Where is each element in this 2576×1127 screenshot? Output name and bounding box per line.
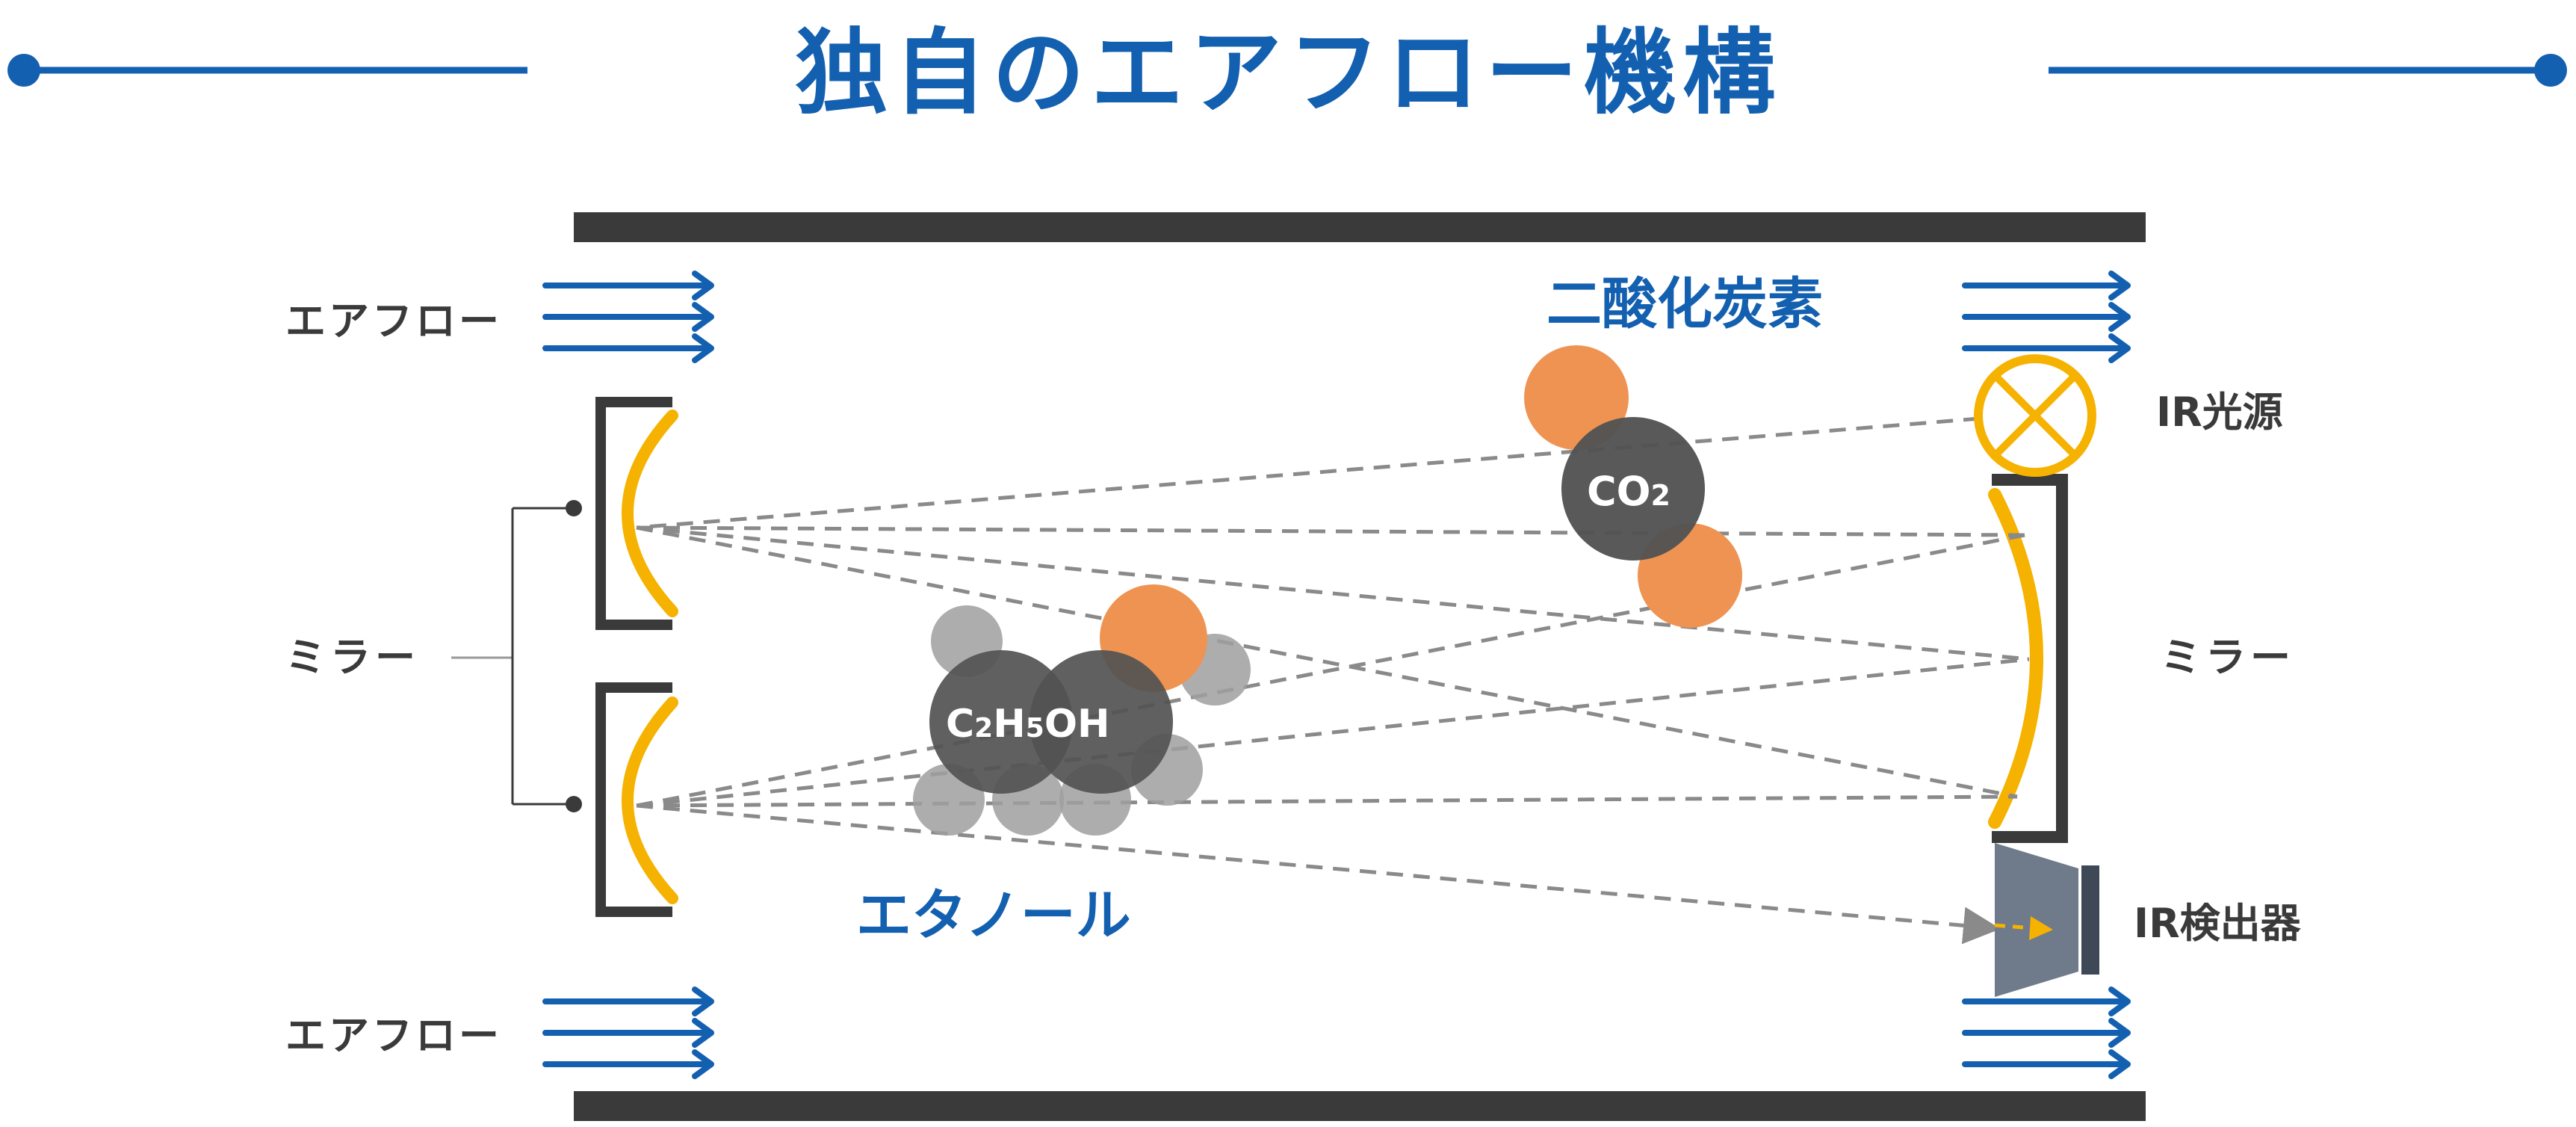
airflow-label-top: エアフロー (285, 297, 502, 345)
co2-label: 二酸化炭素 (1546, 272, 1823, 336)
chamber-wall-top (574, 212, 2146, 242)
right-mirror (1988, 474, 2068, 843)
chamber-wall-bottom (574, 1091, 2146, 1121)
ethanol-label: エタノール (856, 883, 1131, 948)
ir-source-label: IR光源 (2156, 389, 2283, 436)
airflow-arrow-icon (542, 302, 714, 332)
airflow-arrow-icon (1962, 1018, 2131, 1048)
co2-molecule: CO2 (1524, 345, 1742, 628)
mirror-label-right: ミラー (2161, 634, 2295, 681)
ethanol-formula: C2H5OH (946, 702, 1110, 747)
airflow-label-bottom: エアフロー (285, 1012, 502, 1059)
airflow-arrow-icon (1962, 1049, 2131, 1079)
ir-detector-icon (1994, 843, 2099, 997)
airflow-arrow-icon (542, 1018, 714, 1048)
mirror-bracket-left (451, 500, 582, 812)
left-mirror-bottom (595, 682, 678, 917)
oxygen-atom (1524, 345, 1629, 450)
airflow-arrow-icon (542, 271, 714, 300)
page-title: 独自のエアフロー機構 (795, 19, 1781, 127)
title-decoration-right (2049, 54, 2567, 87)
airflow-arrows-top-right (1962, 271, 2131, 363)
left-mirror-top (595, 397, 678, 630)
ethanol-molecule: C2H5OH (913, 584, 1251, 836)
airflow-arrow-icon (1962, 333, 2131, 363)
airflow-arrow-icon (1962, 302, 2131, 332)
airflow-arrow-icon (1962, 271, 2131, 300)
airflow-arrow-icon (1962, 986, 2131, 1016)
ir-detector-label: IR検出器 (2134, 900, 2302, 947)
ir-beam-paths (636, 416, 2030, 945)
mirror-label-left: ミラー (285, 634, 420, 681)
airflow-arrows-bottom-right (1962, 986, 2131, 1079)
carbon-atom (1030, 650, 1173, 794)
airflow-arrow-icon (542, 333, 714, 363)
airflow-arrow-icon (542, 1049, 714, 1079)
airflow-arrows-top-left (542, 271, 714, 363)
airflow-arrows-bottom-left (542, 986, 714, 1079)
ir-light-source-icon (1974, 354, 2096, 477)
title-dot-right (2534, 54, 2567, 87)
carbon-atom (1561, 417, 1705, 561)
airflow-arrow-icon (542, 986, 714, 1016)
carbon-atom (929, 650, 1073, 794)
title-decoration-left (7, 54, 527, 87)
co2-formula: CO2 (1587, 468, 1671, 515)
